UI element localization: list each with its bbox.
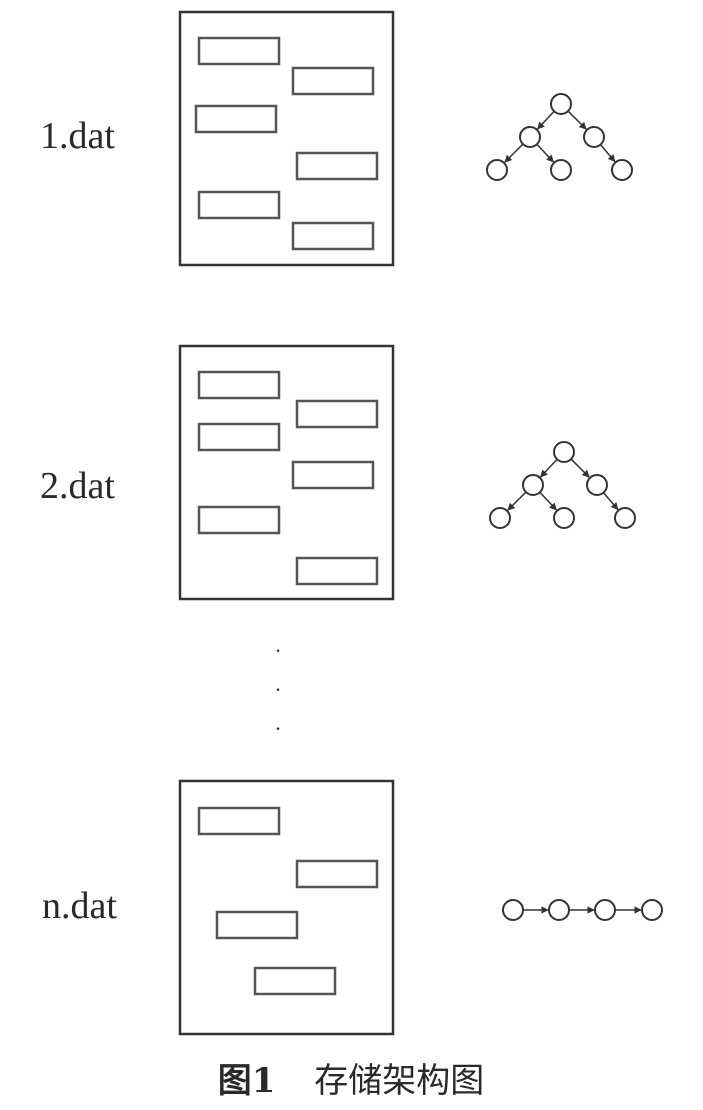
record-block <box>197 190 281 220</box>
tree-node <box>550 159 572 181</box>
index-tree-2 <box>489 441 636 529</box>
figure-number: 图1 <box>218 1061 276 1101</box>
record-blocks-1 <box>194 36 379 251</box>
tree-node <box>550 93 572 115</box>
figure-caption: 图1 存储架构图 <box>218 1061 484 1101</box>
tree-node <box>553 441 575 463</box>
tree-edge <box>602 492 619 511</box>
ellipsis-dot: · <box>274 716 281 741</box>
tree-node <box>522 474 544 496</box>
record-block <box>295 399 379 429</box>
record-blocks-n <box>197 806 379 996</box>
file-group-n: n.dat <box>42 779 663 1036</box>
index-list-n <box>502 899 663 921</box>
data-file-box-1 <box>178 10 395 267</box>
tree-node <box>486 159 508 181</box>
tree-node <box>519 126 541 148</box>
ellipsis-dots: · · · <box>274 638 281 741</box>
tree-edge <box>570 458 590 478</box>
tree-node <box>583 126 605 148</box>
record-block <box>197 806 281 836</box>
file-group-2: 2.dat <box>40 344 636 601</box>
tree-node <box>586 474 608 496</box>
tree-node <box>548 899 570 921</box>
tree-node <box>553 507 575 529</box>
data-file-box-2 <box>178 344 395 601</box>
tree-edge <box>599 144 616 163</box>
tree-node <box>614 507 636 529</box>
file-label-2: 2.dat <box>40 465 115 507</box>
record-blocks-2 <box>197 370 379 586</box>
tree-node <box>641 899 663 921</box>
data-file-box-n <box>178 779 395 1036</box>
tree-node <box>489 507 511 529</box>
record-block <box>295 859 379 889</box>
tree-edge <box>536 143 555 163</box>
index-tree-1 <box>486 93 633 181</box>
record-block <box>253 966 337 996</box>
record-block <box>295 556 379 586</box>
record-block <box>197 36 281 66</box>
file-label-n: n.dat <box>42 885 117 927</box>
record-block <box>197 370 281 400</box>
record-block <box>295 151 379 181</box>
tree-node <box>611 159 633 181</box>
file-label-1: 1.dat <box>40 115 115 157</box>
ellipsis-dot: · <box>274 677 281 702</box>
record-block <box>291 66 375 96</box>
record-block <box>197 422 281 452</box>
tree-edge <box>567 110 587 130</box>
tree-edge <box>536 110 555 130</box>
tree-edge <box>504 143 524 163</box>
ellipsis-dot: · <box>274 638 281 663</box>
tree-edge <box>507 491 527 511</box>
record-block <box>215 910 299 940</box>
record-block <box>194 104 278 134</box>
tree-edge <box>539 458 558 478</box>
tree-edge <box>539 491 558 511</box>
record-block <box>291 221 375 251</box>
record-block <box>197 505 281 535</box>
record-block <box>291 460 375 490</box>
file-group-1: 1.dat <box>40 10 633 267</box>
tree-node <box>594 899 616 921</box>
figure-title: 存储架构图 <box>314 1061 484 1101</box>
tree-node <box>502 899 524 921</box>
